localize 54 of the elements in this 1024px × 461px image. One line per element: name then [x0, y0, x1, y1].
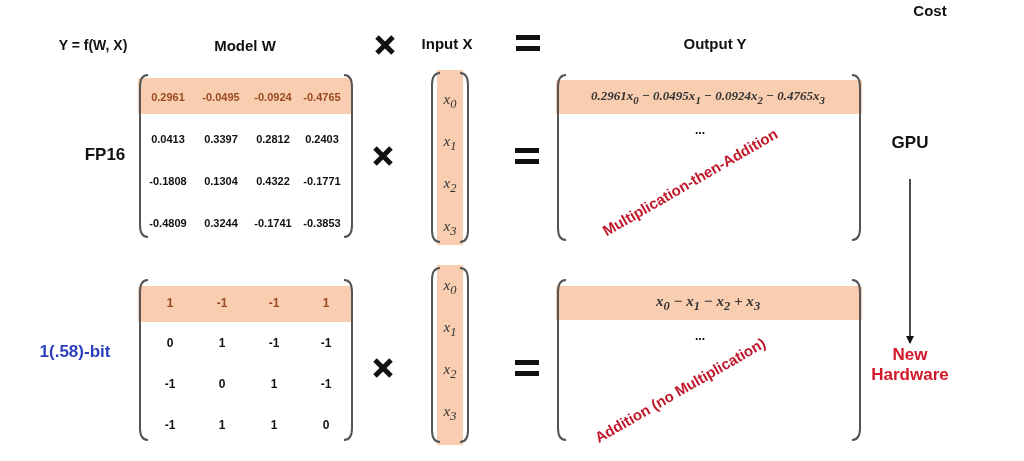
vector-entry: x$_{0}$ — [443, 276, 457, 298]
matrix-value: -0.1741 — [254, 217, 292, 229]
hardware-label: GPU — [860, 133, 960, 153]
column-heading: Model W — [214, 36, 276, 54]
matrix-value: 1 — [218, 336, 226, 350]
vector-entry: x$_{2}$ — [443, 174, 457, 196]
vector-entry: x$_{3}$ — [443, 217, 457, 239]
matrix-value: 1 — [322, 296, 330, 310]
matrix-value: 0 — [218, 377, 226, 391]
ellipsis-text: ... — [695, 329, 705, 343]
matrix-value: -0.0495 — [202, 91, 240, 103]
matrix-value: -1 — [320, 377, 332, 391]
matrix-value: 1 — [270, 418, 278, 432]
matrix-value: 0.1304 — [204, 175, 238, 187]
vector-entry: x$_{1}$ — [443, 318, 457, 340]
matrix-value: -1 — [164, 377, 176, 391]
matrix-value: 1 — [218, 418, 226, 432]
column-heading: Input X — [421, 34, 473, 52]
matrix-value: 1 — [270, 377, 278, 391]
matrix-value: -1 — [320, 336, 332, 350]
matrix-value: 0.3397 — [204, 133, 238, 145]
row-label: FP16 — [84, 145, 126, 165]
matrix-value: 0.2961 — [151, 91, 185, 103]
matrix-value: 0.4322 — [256, 175, 290, 187]
ellipsis-text: ... — [695, 123, 705, 137]
matrix-value: 0.2403 — [305, 133, 339, 145]
hardware-label: New Hardware — [860, 345, 960, 385]
vector-entry: x$_{1}$ — [443, 132, 457, 154]
matrix-value: 0 — [166, 336, 174, 350]
column-heading: Cost — [913, 1, 947, 19]
arrow — [906, 178, 914, 344]
formula-text: Y = f(W, X) — [58, 37, 128, 53]
matrix-value: -1 — [268, 336, 280, 350]
matrix-value: 0.0413 — [151, 133, 185, 145]
matrix-value: 0.3244 — [204, 217, 238, 229]
matrix-value: -1 — [268, 296, 280, 310]
vector-entry: x$_{2}$ — [443, 360, 457, 382]
matrix-value: 0 — [322, 418, 330, 432]
column-heading: Output Y — [683, 34, 747, 52]
matrix-value: -0.3853 — [303, 217, 341, 229]
output-formula: 0.2961x$_{0}$ − 0.0495x$_{1}$ − 0.0924x$_{2}$ − 0.4765x$_{3}$ — [591, 88, 825, 106]
matrix-value: -1 — [164, 418, 176, 432]
matrix-value: -1 — [216, 296, 228, 310]
vector-entry: x$_{0}$ — [443, 90, 457, 112]
row-label: 1(.58)-bit — [39, 342, 111, 362]
matrix-value: -0.4809 — [149, 217, 187, 229]
matrix-value: -0.0924 — [254, 91, 292, 103]
matrix-value: -0.4765 — [303, 91, 341, 103]
matrix-value: 1 — [166, 296, 174, 310]
matrix-value: -0.1808 — [149, 175, 187, 187]
vector-entry: x$_{3}$ — [443, 402, 457, 424]
matrix-value: 0.2812 — [256, 133, 290, 145]
output-formula: x$_{0}$ − x$_{1}$ − x$_{2}$ + x$_{3}$ — [655, 292, 761, 314]
matrix-value: -0.1771 — [303, 175, 341, 187]
